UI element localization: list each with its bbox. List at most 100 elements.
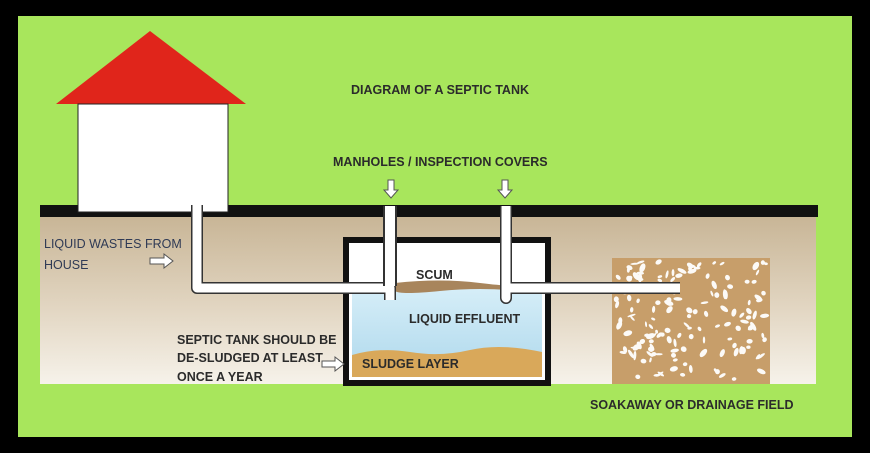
desludge-label-2: DE-SLUDGED AT LEAST <box>177 351 323 365</box>
gravel-pebble <box>722 289 727 300</box>
gravel-pebble <box>686 307 693 314</box>
gravel-pebble <box>633 350 637 361</box>
gravel-pebble <box>725 274 730 281</box>
gravel-pebble <box>720 305 729 313</box>
gravel-pebble <box>696 262 702 268</box>
scum-label: SCUM <box>416 268 453 282</box>
gravel-pebble <box>756 353 765 360</box>
manholes-label: MANHOLES / INSPECTION COVERS <box>333 155 548 169</box>
gravel-pebble <box>710 290 714 297</box>
gravel-pebble <box>615 274 621 280</box>
desludge-arrow <box>321 355 345 373</box>
gravel-pebble <box>761 332 765 339</box>
septic-tank <box>343 237 551 386</box>
gravel-pebble <box>747 299 751 306</box>
gravel-pebble <box>724 321 731 327</box>
gravel-pebble <box>640 358 647 364</box>
gravel-pebble <box>754 294 763 302</box>
gravel-pebble <box>615 300 620 309</box>
gravel-pebble <box>673 297 683 301</box>
gravel-pebble <box>677 268 687 274</box>
gravel-pebble <box>657 275 663 279</box>
gravel-pebble <box>671 269 675 277</box>
gravel-pebble <box>746 307 752 315</box>
house-roof <box>56 31 246 104</box>
liquid-effluent-label: LIQUID EFFLUENT <box>409 312 520 326</box>
gravel-pebble <box>665 270 669 279</box>
gravel-pebble <box>744 279 750 284</box>
gravel-pebble <box>618 317 623 324</box>
gravel-pebble <box>639 338 646 345</box>
gravel-pebble <box>636 271 644 275</box>
gravel-pebble <box>746 338 753 344</box>
diagram-title: DIAGRAM OF A SEPTIC TANK <box>351 83 529 97</box>
gravel-pebble <box>711 280 717 290</box>
gravel-pebble <box>669 366 678 372</box>
liquid-wastes-label-2: HOUSE <box>44 258 88 272</box>
gravel-pebble <box>670 348 679 353</box>
soakaway-label: SOAKAWAY OR DRAINAGE FIELD <box>590 398 794 412</box>
gravel-pebble <box>673 338 677 348</box>
outlet-pipe <box>500 206 680 304</box>
gravel-pebble <box>666 306 673 314</box>
manhole-shaft-left <box>383 206 397 286</box>
gravel-pebble <box>629 307 634 313</box>
desludge-label-3: ONCE A YEAR <box>177 370 263 384</box>
gravel-pebble <box>675 273 683 278</box>
gravel-pebble <box>760 260 766 265</box>
gravel-pebble <box>651 317 656 321</box>
gravel-pebble <box>627 313 636 318</box>
gravel-pebble <box>670 277 676 282</box>
gravel-pebble <box>705 273 710 279</box>
gravel-pebble <box>700 301 709 305</box>
gravel-pebble <box>649 343 655 351</box>
gravel-pebble <box>757 368 766 375</box>
gravel-pebble <box>712 261 717 265</box>
gravel-pebble <box>761 290 766 296</box>
gravel-pebble <box>654 353 663 356</box>
gravel-pebble <box>636 260 645 264</box>
gravel-pebble <box>648 339 654 344</box>
gravel-pebble <box>762 337 767 343</box>
gravel-pebble <box>699 348 708 358</box>
gravel-pebble <box>652 333 657 338</box>
gravel-pebble <box>619 351 627 354</box>
gravel-pebble <box>657 278 663 283</box>
gravel-pebble <box>755 269 760 276</box>
gravel-pebble <box>719 349 725 358</box>
gravel-pebble <box>702 336 706 344</box>
gravel-pebble <box>626 294 632 302</box>
gravel-pebble <box>752 261 760 271</box>
desludge-label-1: SEPTIC TANK SHOULD BE <box>177 333 337 347</box>
gravel-pebble <box>747 324 755 331</box>
manhole-arrow-left <box>382 179 400 199</box>
gravel-pebble <box>740 319 749 324</box>
gravel-pebble <box>680 372 686 377</box>
gravel-pebble <box>655 300 661 306</box>
gravel-pebble <box>672 358 678 362</box>
gravel-pebble <box>655 329 659 334</box>
gravel-pebble <box>632 272 640 281</box>
gravel-pebble <box>639 263 646 273</box>
gravel-pebble <box>733 347 739 357</box>
gravel-pebble <box>630 262 640 265</box>
gravel-pebble <box>623 330 633 337</box>
gravel-pebble <box>630 315 635 321</box>
gravel-pebble <box>732 342 737 349</box>
gravel-pebble <box>697 326 702 332</box>
gravel-pebble <box>739 312 745 318</box>
gravel-pebble <box>760 313 770 318</box>
gravel-pebble <box>664 299 674 306</box>
gravel-pebble <box>627 275 633 280</box>
gravel-pebble <box>683 322 690 329</box>
sludge-layer-label: SLUDGE LAYER <box>362 357 459 371</box>
gravel-pebble <box>646 351 653 357</box>
gravel-pebble <box>626 267 630 273</box>
gravel-pebble <box>613 296 619 303</box>
gravel-pebble <box>632 344 640 351</box>
gravel-pebble <box>755 354 761 360</box>
gravel-pebble <box>719 261 725 266</box>
gravel-pebble <box>692 309 698 315</box>
gravel-pebble <box>752 310 757 320</box>
